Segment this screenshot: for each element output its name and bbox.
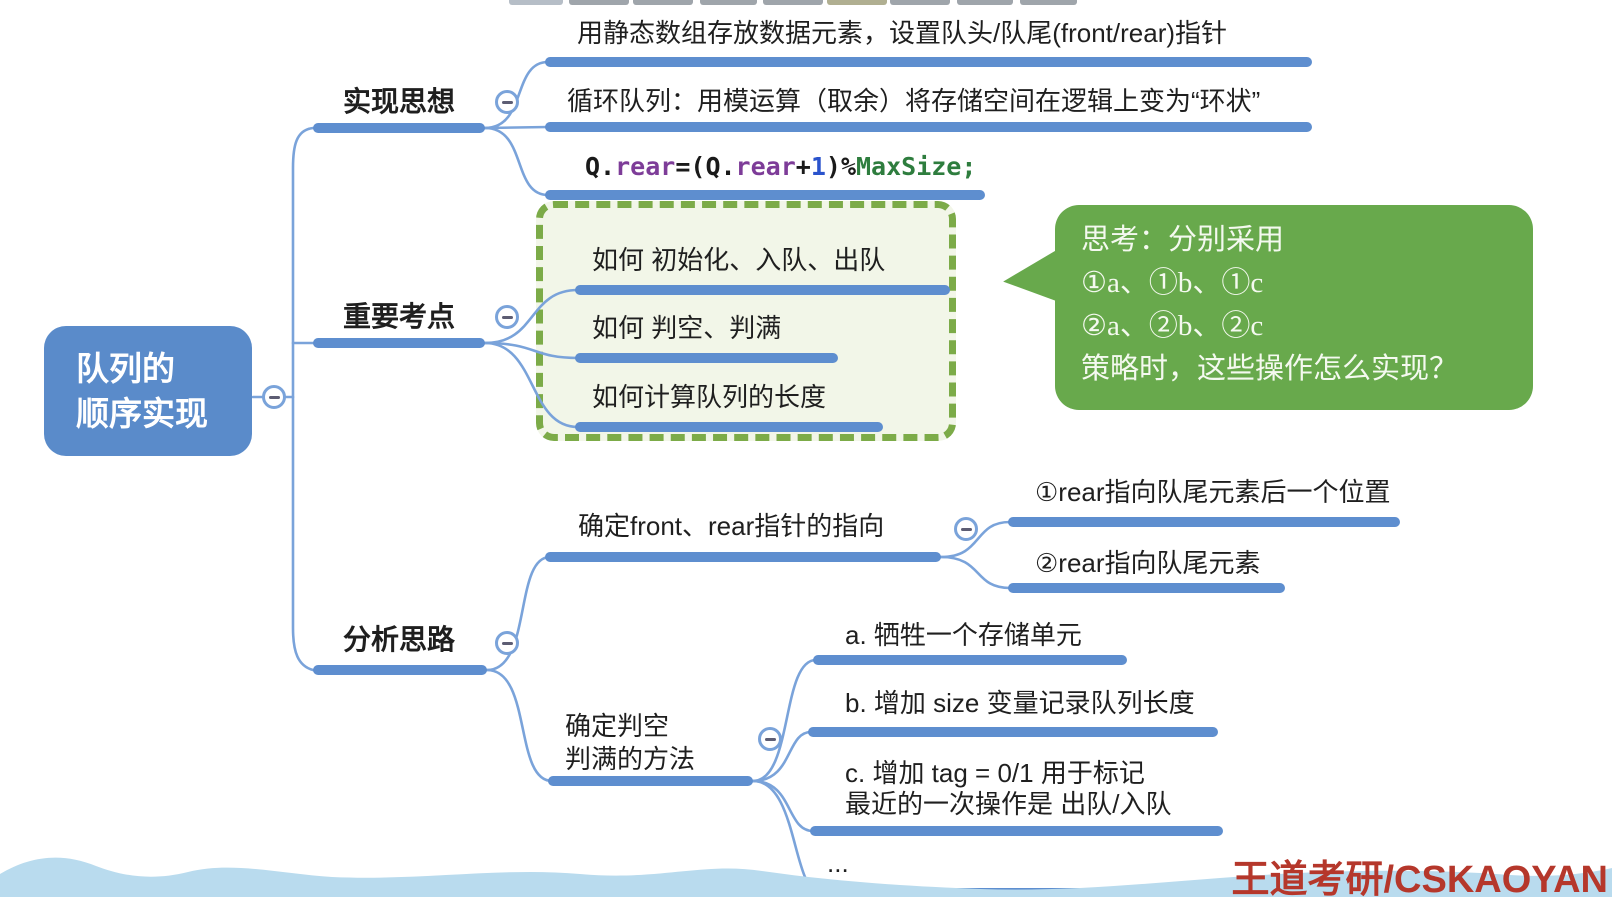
code-token: Q. (705, 152, 736, 181)
topic-underline (545, 190, 985, 200)
code-token: =( (675, 152, 706, 181)
watermark-text: 王道考研/CSKAOYAN (1231, 859, 1608, 897)
cropped-top-bar (1020, 0, 1077, 5)
cropped-top-bar (569, 0, 629, 5)
code-token: ; (961, 152, 977, 181)
topic-underline (545, 57, 1312, 67)
key-points-highlight-box (536, 201, 956, 441)
topic-underline (313, 665, 487, 675)
collapse-button-keypoints[interactable] (495, 305, 519, 329)
cropped-top-bar (763, 0, 823, 5)
topic-empty-full-method-line1: 确定判空 (565, 711, 670, 741)
topic-key-points[interactable]: 重要考点 (343, 301, 456, 332)
cropped-top-bar (633, 0, 693, 5)
topic-underline (313, 338, 485, 348)
topic-underline (575, 353, 838, 363)
code-token: MaxSize (856, 152, 962, 181)
topic-underline (808, 727, 1218, 737)
topic-underline (1008, 583, 1285, 593)
topic-rear-last-element[interactable]: ②rear指向队尾元素 (1035, 548, 1261, 578)
collapse-button-root[interactable] (262, 385, 286, 409)
callout-line2: ①a、①b、①c (1081, 267, 1264, 299)
code-token: 1 (810, 152, 826, 181)
callout-line4: 策略时，这些操作怎么实现？ (1081, 353, 1459, 385)
minus-icon (501, 641, 513, 645)
topic-empty-full-method[interactable]: 确定判空 判满的方法 (565, 710, 695, 776)
topic-init-enqueue-dequeue[interactable]: 如何 初始化、入队、出队 (592, 245, 886, 275)
topic-underline (548, 776, 753, 786)
root-topic[interactable]: 队列的 顺序实现 (44, 326, 252, 456)
minus-icon (501, 100, 513, 104)
topic-more-ellipsis[interactable]: ... (827, 848, 849, 878)
code-token: + (795, 152, 811, 181)
topic-analysis[interactable]: 分析思路 (343, 624, 456, 655)
minus-icon (501, 315, 513, 319)
code-token: )% (825, 152, 856, 181)
topic-rear-next-position[interactable]: ①rear指向队尾元素后一个位置 (1035, 477, 1391, 507)
callout-line1: 思考：分别采用 (1081, 224, 1285, 256)
collapse-button-pointers[interactable] (954, 517, 978, 541)
topic-circular-queue[interactable]: 循环队列：用模运算（取余）将存储空间在逻辑上变为“环状” (567, 86, 1261, 116)
topic-underline (575, 422, 883, 432)
root-topic-line2: 顺序实现 (76, 395, 208, 432)
collapse-button-analysis[interactable] (495, 631, 519, 655)
root-topic-line1: 队列的 (76, 350, 175, 387)
topic-underline (545, 122, 1312, 132)
topic-code-rear-update[interactable]: Q.rear=(Q.rear+1)%MaxSize; (585, 151, 976, 182)
topic-impl-idea[interactable]: 实现思想 (343, 86, 456, 117)
topic-empty-full-check[interactable]: 如何 判空、判满 (592, 313, 782, 343)
cropped-top-bar (700, 0, 757, 5)
collapse-button-impl[interactable] (495, 90, 519, 114)
cropped-top-bar (890, 0, 950, 5)
cropped-top-bar (509, 0, 563, 5)
code-token: rear (735, 152, 796, 181)
cropped-top-bar (827, 0, 887, 5)
callout-line3: ②a、②b、②c (1081, 310, 1264, 342)
topic-static-array[interactable]: 用静态数组存放数据元素，设置队头/队尾(front/rear)指针 (577, 18, 1228, 48)
minus-icon (268, 395, 280, 399)
thought-callout[interactable]: 思考：分别采用 ①a、①b、①c ②a、②b、②c 策略时，这些操作怎么实现？ (1055, 205, 1533, 410)
topic-tag-variable-line1: c. 增加 tag = 0/1 用于标记 (845, 758, 1145, 788)
collapse-button-emptyfull[interactable] (758, 727, 782, 751)
topic-empty-full-method-line2: 判满的方法 (565, 744, 696, 774)
topic-queue-length[interactable]: 如何计算队列的长度 (592, 382, 827, 412)
topic-underline (313, 123, 485, 133)
topic-tag-variable[interactable]: c. 增加 tag = 0/1 用于标记 最近的一次操作是 出队/入队 (845, 758, 1171, 820)
minus-icon (960, 527, 972, 531)
topic-underline (813, 655, 1127, 665)
topic-underline (575, 285, 950, 295)
topic-underline (545, 552, 941, 562)
code-token: rear (615, 152, 676, 181)
topic-tag-variable-line2: 最近的一次操作是 出队/入队 (845, 789, 1172, 819)
minus-icon (764, 737, 776, 741)
cropped-top-bar (957, 0, 1013, 5)
topic-sacrifice-unit[interactable]: a. 牺牲一个存储单元 (845, 620, 1082, 650)
topic-size-variable[interactable]: b. 增加 size 变量记录队列长度 (845, 688, 1195, 718)
topic-underline (1008, 517, 1400, 527)
code-token: Q. (585, 152, 616, 181)
topic-underline (810, 826, 1223, 836)
topic-pointer-direction[interactable]: 确定front、rear指针的指向 (578, 511, 885, 541)
